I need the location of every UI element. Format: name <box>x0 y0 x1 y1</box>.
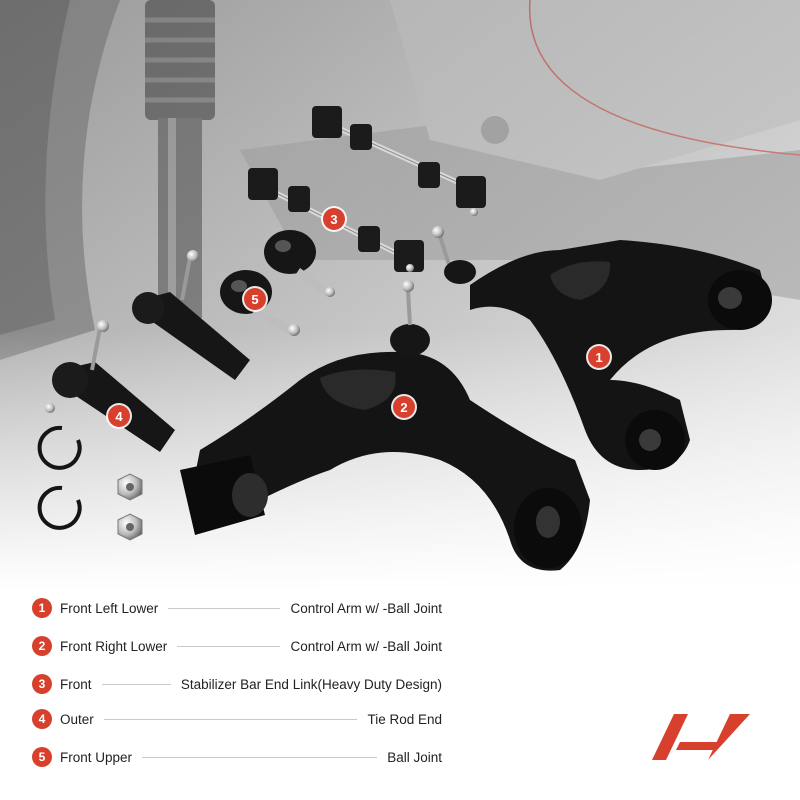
background-chassis <box>0 0 800 360</box>
product-photo: 1 2 3 4 5 <box>0 0 800 590</box>
legend-part: Control Arm w/ -Ball Joint <box>290 638 442 654</box>
legend-divider <box>177 645 281 647</box>
legend-number: 4 <box>32 709 52 729</box>
a-premium-logo-icon <box>652 714 750 760</box>
callout-5: 5 <box>244 288 266 310</box>
legend-position: Front <box>60 676 92 692</box>
legend-number: 2 <box>32 636 52 656</box>
legend-position: Front Left Lower <box>60 600 159 616</box>
legend-divider <box>101 683 171 685</box>
legend-part: Control Arm w/ -Ball Joint <box>290 600 442 616</box>
legend-divider <box>103 718 358 720</box>
legend-number: 5 <box>32 747 52 767</box>
legend-part: Stabilizer Bar End Link(Heavy Duty Desig… <box>180 676 442 692</box>
legend-part: Ball Joint <box>387 749 442 765</box>
callout-2: 2 <box>393 396 415 418</box>
legend-position: Outer <box>60 711 94 727</box>
front-left-lower-control-arm <box>432 226 772 470</box>
callout-4: 4 <box>108 405 130 427</box>
suspension-kit-illustration <box>0 0 800 590</box>
legend-divider <box>142 756 378 758</box>
legend-position: Front Upper <box>60 749 133 765</box>
legend-item: 5 Front Upper Ball Joint <box>32 745 442 769</box>
legend-divider <box>168 607 281 609</box>
legend-item: 1 Front Left Lower Control Arm w/ -Ball … <box>32 596 442 620</box>
legend-number: 1 <box>32 598 52 618</box>
legend-item: 4 Outer Tie Rod End <box>32 707 442 731</box>
legend-number: 3 <box>32 674 52 694</box>
legend-item: 2 Front Right Lower Control Arm w/ -Ball… <box>32 634 442 658</box>
snap-rings <box>37 425 82 530</box>
callout-3: 3 <box>323 208 345 230</box>
legend-position: Front Right Lower <box>60 638 168 654</box>
callout-1: 1 <box>588 346 610 368</box>
legend-item: 3 Front Stabilizer Bar End Link(Heavy Du… <box>32 672 442 696</box>
front-right-lower-control-arm <box>180 280 590 571</box>
upper-ball-joint <box>220 230 335 336</box>
legend-part: Tie Rod End <box>367 711 442 727</box>
hex-nuts <box>117 473 143 541</box>
